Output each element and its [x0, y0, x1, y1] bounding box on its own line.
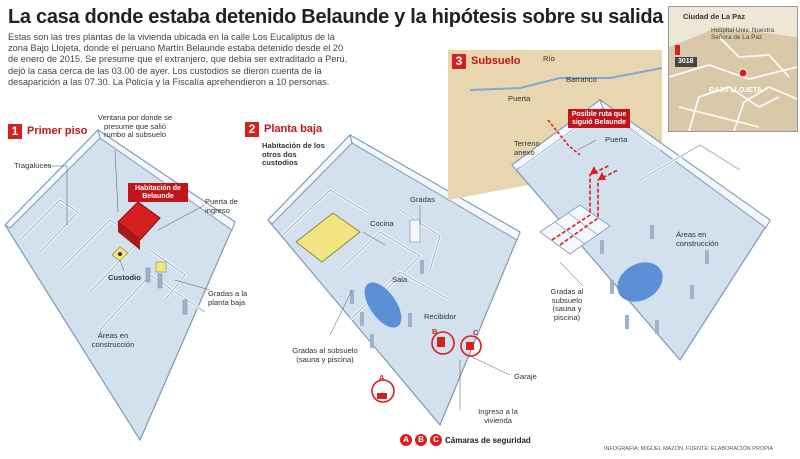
locator-map-drawing [669, 27, 797, 131]
callout-lines [45, 139, 597, 410]
map-title: Ciudad de La Paz [683, 12, 746, 21]
label-habitacion-custodios: Habitación de los otros dos custodios [262, 141, 325, 167]
label-areas-construccion-3: Áreas en construcción [676, 230, 719, 248]
page-title: La casa donde estaba detenido Belaunde y… [8, 6, 664, 28]
label-barranco: Barranco [566, 75, 597, 84]
map-hospital: Hospital Univ. Nuestra Señora de La Paz [711, 27, 775, 42]
floor-2-plan [267, 133, 521, 427]
legend-text: Cámaras de seguridad [445, 435, 531, 445]
map-number: 3018 [675, 57, 697, 67]
locator-map: Ciudad de La Paz Hospital Univ. Nuestra … [668, 6, 798, 132]
label-ventana: Ventana por donde se presume que salió r… [97, 113, 173, 139]
label-areas-construccion-1: Áreas en construcción [91, 331, 135, 349]
legend-camera-a: A [400, 434, 412, 446]
label-tragaluces: Tragaluces [14, 161, 52, 170]
label-puerta-1: Puerta [508, 94, 531, 103]
camera-legend: A B C Cámaras de seguridad [400, 433, 531, 447]
section-3-title: Subsuelo [471, 55, 521, 67]
label-gradas: Gradas [410, 195, 435, 204]
section-2-badge: 2 [245, 122, 259, 137]
credit: INFOGRAFÍA: MIGUEL MAZÓN. FUENTE: ELABOR… [604, 446, 774, 452]
label-gradas-subsuelo: Gradas al subsuelo (sauna y piscina) [292, 346, 358, 364]
label-garaje: Garaje [514, 372, 537, 381]
section-1-badge: 1 [8, 124, 22, 139]
label-terreno-anexo: Terreno anexo [514, 139, 540, 157]
floor-1-plan [4, 128, 236, 442]
intro-text: Estas son las tres plantas de la viviend… [8, 32, 348, 87]
legend-camera-b: B [415, 434, 427, 446]
section-1-title: Primer piso [27, 125, 88, 137]
tag-habitacion-belaunde: Habitación de Belaunde [128, 183, 188, 203]
label-custodio: Custodio [108, 273, 141, 282]
map-zone: BAJO LLOJETA [709, 87, 762, 94]
label-recibidor: Recibidor [424, 312, 457, 321]
floor-3-plan [448, 50, 771, 362]
label-puerta-ingreso: Puerta de ingreso [205, 197, 238, 215]
camera-marker-a: A [379, 373, 385, 382]
label-sala: Sala [392, 275, 408, 284]
label-gradas-subsuelo-3: Gradas al subsuelo (sauna y piscina) [550, 287, 584, 322]
section-3-badge: 3 [452, 54, 466, 69]
tag-posible-ruta: Posible ruta que siguió Belaunde [568, 109, 630, 129]
camera-marker-c: C [473, 328, 479, 337]
label-ingreso-vivienda: Ingreso a la vivienda [478, 407, 518, 425]
legend-camera-c: C [430, 434, 442, 446]
label-gradas-planta-baja: Gradas a la planta baja [208, 289, 248, 307]
camera-marker-b: B [432, 327, 438, 336]
label-rio: Río [543, 54, 555, 63]
label-puerta-2: Puerta [605, 135, 628, 144]
label-cocina: Cocina [370, 219, 394, 228]
section-2-title: Planta baja [264, 123, 323, 135]
